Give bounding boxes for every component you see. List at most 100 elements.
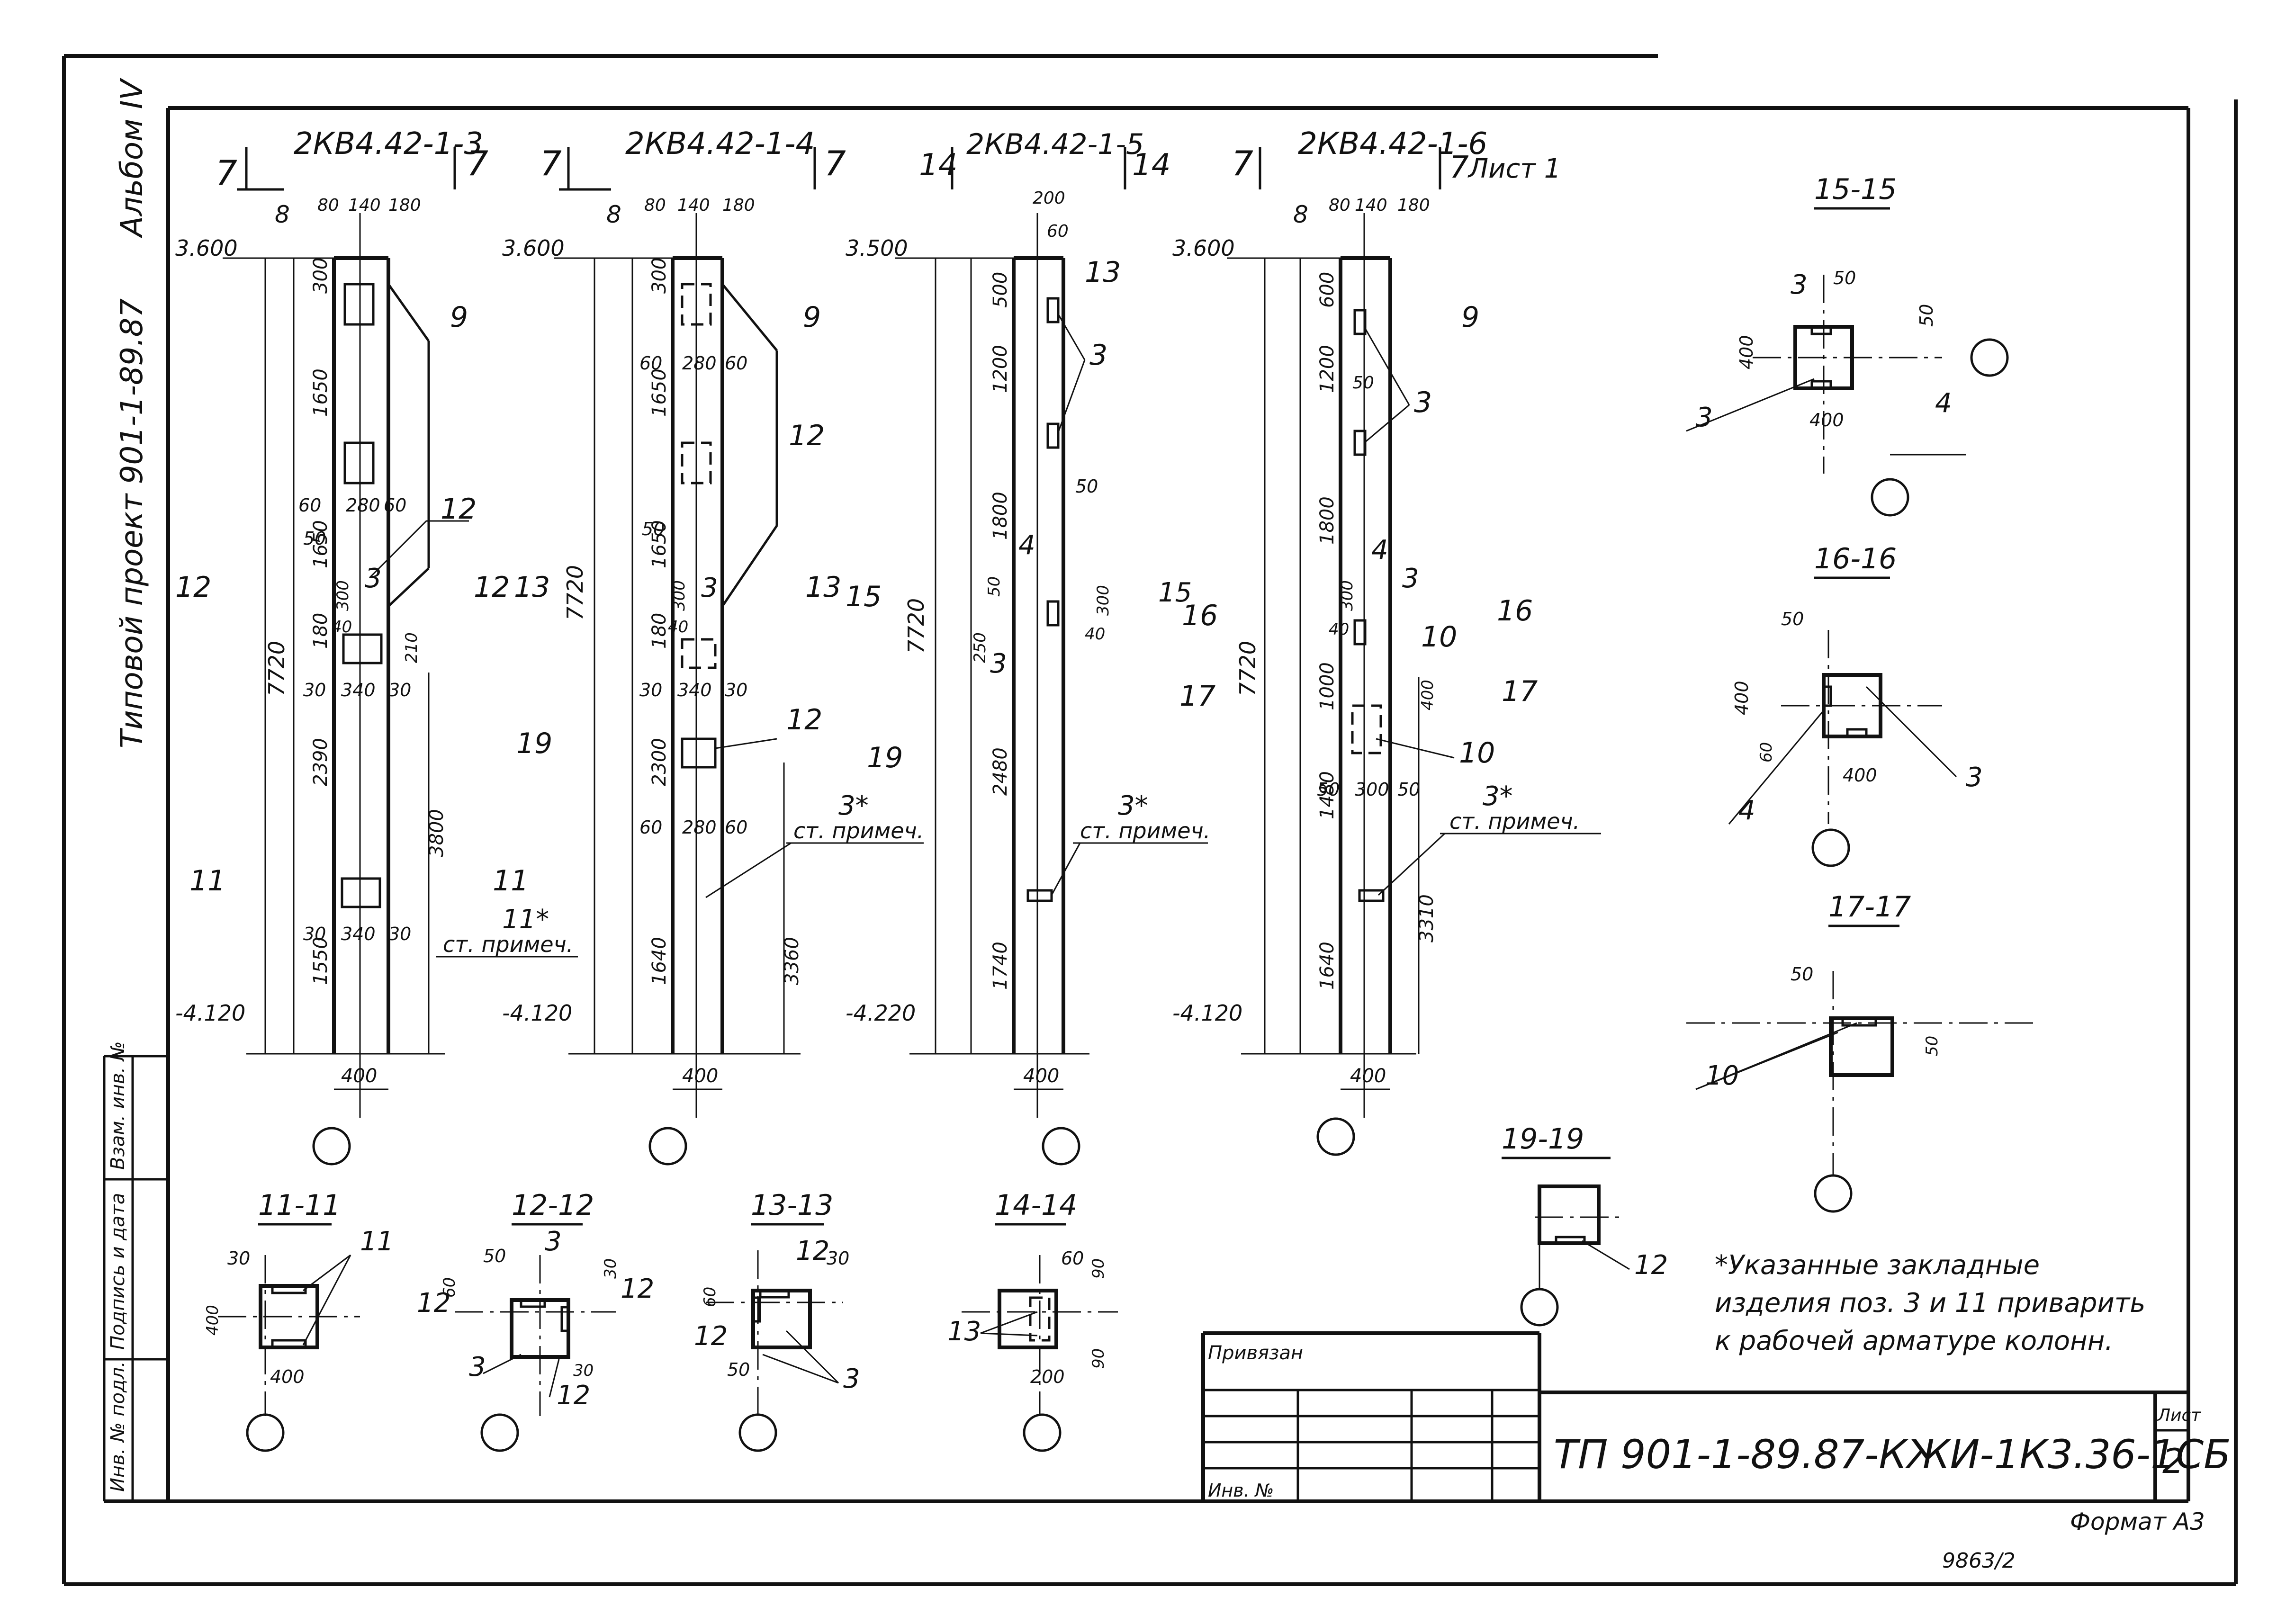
dim-400h: 400 <box>1843 765 1877 786</box>
section-title: 12-12 <box>512 1189 594 1222</box>
dim-4: 1000 <box>1316 662 1338 710</box>
section-13-13: 13-13 60 30 50 12 12 3 <box>694 1189 860 1452</box>
dim-6: 1550 <box>310 937 332 985</box>
mid-c-2: 300 <box>1355 779 1389 800</box>
dim-5: 2390 <box>310 738 332 786</box>
dim-5: 1740 <box>990 942 1011 990</box>
note-line-3: к рабочей арматуре колонн. <box>1715 1326 2113 1356</box>
mid-c-2: 280 <box>682 817 717 838</box>
dim-1: 300 <box>310 258 332 294</box>
mid-b-1: 30 <box>639 680 662 700</box>
axis-bubble <box>1814 1174 1853 1213</box>
dim-3: 1800 <box>990 492 1011 540</box>
sheet-label: Лист <box>2157 1406 2201 1425</box>
label-4: 4 <box>1018 530 1035 561</box>
cut-mark-top-left: 7 <box>1232 144 1253 183</box>
inventory-label: Инв. № <box>1208 1480 1274 1501</box>
label-10: 10 <box>1421 620 1457 654</box>
sheet-word: Лист 1 <box>1467 153 1561 184</box>
section-title: 11-11 <box>258 1189 341 1222</box>
bottom-elevation: -4.120 <box>502 1000 572 1026</box>
label-50: 50 <box>642 519 665 539</box>
axis-bubble-right <box>1970 338 2009 377</box>
mid-c-3: 30 <box>388 924 411 944</box>
axis-bubble-bottom <box>1871 478 1909 517</box>
total-height: 7720 <box>264 641 289 696</box>
top-small: 8 <box>275 201 290 228</box>
top-dim-a: 200 <box>1033 188 1065 208</box>
right-dim: 3800 <box>426 809 448 857</box>
top-dim-c: 180 <box>722 196 755 215</box>
cut-11-right: 11 <box>493 864 529 897</box>
total-height: 7720 <box>903 598 929 654</box>
mid-a-1: 50 <box>985 576 1004 597</box>
dim-200: 200 <box>1030 1366 1065 1387</box>
top-dim-b: 140 <box>677 196 710 215</box>
cut-mark-top-right: 14 <box>1132 148 1170 183</box>
top-dim-b: 60 <box>1047 222 1069 241</box>
cut-16-right: 16 <box>1497 594 1533 628</box>
cut-16-left: 16 <box>1182 599 1218 632</box>
label-50: 50 <box>1075 476 1098 497</box>
top-elevation: 3.600 <box>502 235 565 261</box>
dim-60: 60 <box>1757 742 1776 763</box>
label-9: 9 <box>450 301 468 334</box>
section-19-19: 19-19 12 <box>1502 1122 1668 1327</box>
dim-5: 1480 <box>1316 771 1338 819</box>
label-9: 9 <box>803 301 821 334</box>
label-3: 3 <box>1089 339 1107 372</box>
cut-17-left: 17 <box>1179 680 1215 713</box>
mid-b-3: 30 <box>388 680 411 700</box>
section-title: 14-14 <box>995 1189 1077 1222</box>
mid-a-2: 250 <box>971 632 990 663</box>
label-3: 3 <box>843 1364 860 1394</box>
label-300: 300 <box>333 580 352 611</box>
cut-12-left: 12 <box>175 571 211 604</box>
note-ref: ст. примеч. <box>1449 808 1580 834</box>
note-label: 3* <box>1118 790 1148 821</box>
mid-c-1: 60 <box>639 817 662 838</box>
bottom-elevation: -4.120 <box>1172 1000 1242 1026</box>
section-title: 16-16 <box>1814 542 1897 575</box>
axis-bubble <box>1042 1127 1080 1166</box>
mid-a-1: 50 <box>1352 373 1374 393</box>
label-400: 400 <box>1418 680 1437 710</box>
dim-30: 30 <box>227 1248 250 1269</box>
label-40: 40 <box>332 618 352 637</box>
label-40: 40 <box>668 618 688 637</box>
cut-12-right: 12 <box>474 571 510 604</box>
stamp-cell-replace: Взам. инв. № <box>107 1041 129 1170</box>
top-dim-c: 180 <box>388 196 421 215</box>
axis-bubble <box>246 1413 285 1452</box>
dim-30: 30 <box>827 1248 849 1269</box>
dim-50: 50 <box>727 1359 750 1380</box>
axis-bubble <box>1811 828 1850 867</box>
mid-c-3: 60 <box>725 817 747 838</box>
top-dim-b: 140 <box>1355 196 1387 215</box>
dim-3: 1650 <box>310 520 332 568</box>
label-12-left: 12 <box>417 1288 450 1319</box>
label-12-top: 12 <box>796 1236 829 1266</box>
general-note: *Указанные закладные изделия поз. 3 и 11… <box>1715 1250 2145 1356</box>
note-ref: ст. примеч. <box>443 932 573 957</box>
dim-400h: 400 <box>1809 410 1844 431</box>
column-mark: 2КВ4.42-1-6 <box>1298 126 1487 162</box>
dim-50b: 50 <box>1923 1036 1942 1056</box>
dim-3: 1650 <box>648 520 670 568</box>
label-12: 12 <box>1634 1250 1668 1281</box>
cut-19-right: 19 <box>867 741 903 774</box>
mid-b-1: 300 <box>1338 580 1357 611</box>
column-mark: 2КВ4.42-1-5 <box>966 128 1144 161</box>
axis-bubble <box>648 1127 687 1166</box>
label-9: 9 <box>1461 301 1479 334</box>
stamp-cell-signature: Подпись и дата <box>107 1193 129 1350</box>
label-12: 12 <box>789 419 825 452</box>
column-4: 2КВ4.42-1-6 7 7 Лист 1 3.600 -4.120 7720… <box>1172 126 1601 1156</box>
dim-3: 1800 <box>1316 496 1338 545</box>
dim-90a: 90 <box>1089 1258 1108 1279</box>
dim-2: 1650 <box>310 368 332 417</box>
cut-17-right: 17 <box>1502 675 1538 708</box>
axis-bubble <box>480 1413 519 1452</box>
dim-400v: 400 <box>1736 335 1757 369</box>
